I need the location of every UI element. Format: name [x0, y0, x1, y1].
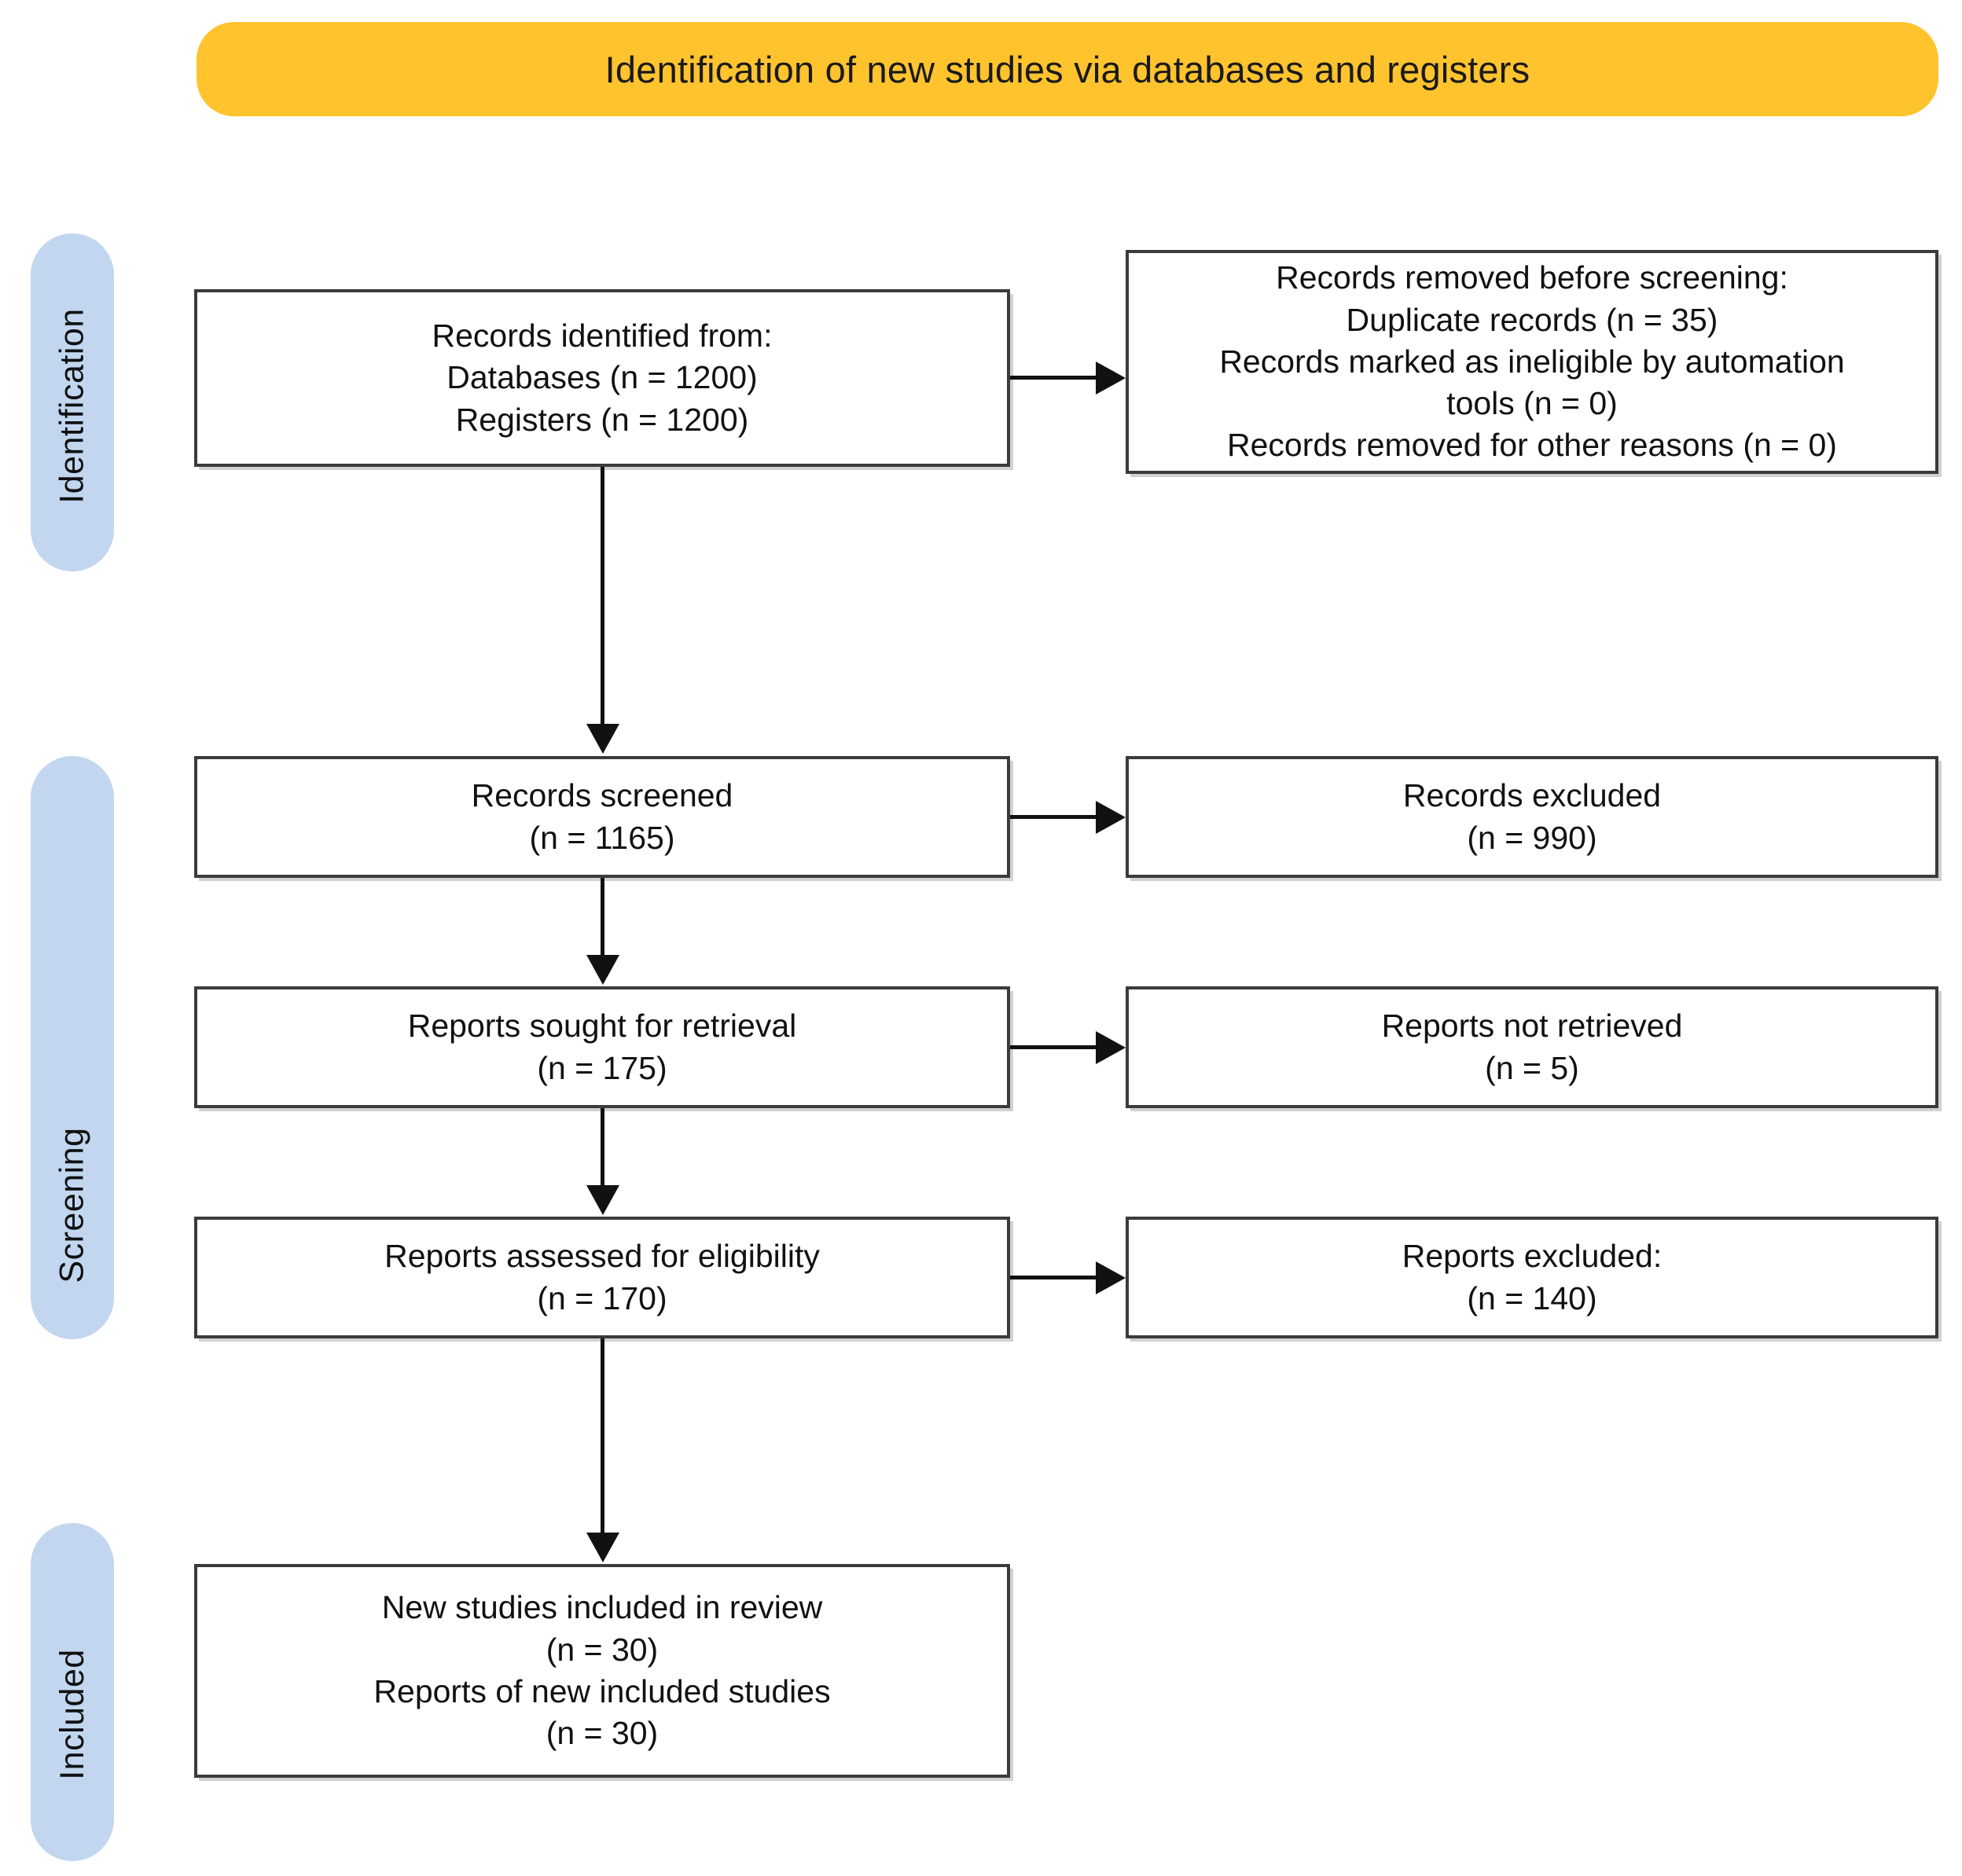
box-records-identified: Records identified from: Databases (n = … — [194, 289, 1010, 467]
box-reports-not-retrieved-text: Reports not retrieved (n = 5) — [1382, 1005, 1683, 1089]
diagram-header-banner: Identification of new studies via databa… — [197, 22, 1938, 116]
box-line: Reports excluded: — [1402, 1238, 1663, 1275]
page-title: Identification of new studies via databa… — [604, 48, 1530, 90]
connector-assessed-to-included — [601, 1338, 604, 1535]
box-records-identified-text: Records identified from: Databases (n = … — [432, 315, 773, 441]
box-records-removed-text: Records removed before screening: Duplic… — [1219, 257, 1844, 466]
connector-identified-to-removed — [1010, 376, 1098, 380]
box-line: Records removed for other reasons (n = 0… — [1227, 427, 1837, 464]
stage-band-identification: Identification — [31, 233, 114, 571]
box-line: Records identified from: — [432, 318, 773, 354]
box-line: Databases (n = 1200) — [446, 359, 758, 396]
box-line: (n = 990) — [1467, 819, 1597, 856]
box-records-excluded-text: Records excluded (n = 990) — [1403, 775, 1661, 859]
box-line: Reports not retrieved — [1381, 1008, 1683, 1044]
box-line: (n = 30) — [546, 1715, 659, 1752]
stage-label-identification: Identification — [53, 307, 91, 504]
box-reports-excluded: Reports excluded: (n = 140) — [1126, 1217, 1938, 1338]
box-reports-sought-for-retrieval: Reports sought for retrieval (n = 175) — [194, 986, 1010, 1108]
arrowhead-screened-to-sought — [586, 955, 619, 985]
box-line: Records removed before screening: — [1276, 259, 1788, 296]
box-line: Duplicate records (n = 35) — [1346, 301, 1718, 338]
arrowhead-assessed-to-included — [586, 1533, 619, 1562]
box-line: Records marked as ineligible by automati… — [1219, 343, 1845, 380]
box-records-screened: Records screened (n = 1165) — [194, 756, 1010, 878]
box-reports-sought-text: Reports sought for retrieval (n = 175) — [408, 1005, 797, 1089]
box-records-screened-text: Records screened (n = 1165) — [472, 775, 733, 859]
arrowhead-identified-to-screened — [586, 724, 619, 754]
stage-band-included: Included — [31, 1523, 114, 1861]
box-line: (n = 5) — [1485, 1049, 1579, 1086]
arrowhead-sought-to-not-retrieved — [1096, 1031, 1126, 1064]
arrowhead-sought-to-assessed — [586, 1185, 619, 1215]
connector-screened-to-records-excluded — [1010, 815, 1098, 819]
stage-label-included: Included — [53, 1648, 91, 1780]
box-line: tools (n = 0) — [1446, 385, 1618, 422]
box-records-excluded: Records excluded (n = 990) — [1126, 756, 1938, 878]
box-new-studies-included: New studies included in review (n = 30) … — [194, 1564, 1010, 1778]
connector-assessed-to-reports-excluded — [1010, 1276, 1098, 1279]
box-line: Records excluded — [1402, 777, 1662, 814]
box-line: (n = 30) — [546, 1631, 659, 1668]
connector-sought-to-not-retrieved — [1010, 1045, 1098, 1049]
box-reports-excluded-text: Reports excluded: (n = 140) — [1402, 1235, 1662, 1320]
box-line: (n = 140) — [1467, 1279, 1597, 1316]
box-line: (n = 170) — [537, 1279, 667, 1316]
arrowhead-assessed-to-reports-excluded — [1096, 1261, 1126, 1294]
box-line: Records screened — [471, 777, 733, 814]
box-line: Reports sought for retrieval — [407, 1008, 797, 1044]
connector-screened-to-sought — [601, 878, 604, 957]
stage-label-screening: Screening — [53, 1126, 91, 1283]
box-line: (n = 175) — [537, 1049, 667, 1086]
arrowhead-identified-to-removed — [1096, 362, 1126, 395]
stage-band-screening: Screening — [31, 756, 114, 1339]
arrowhead-screened-to-records-excluded — [1096, 801, 1126, 834]
connector-identified-to-screened — [601, 467, 604, 726]
box-line: (n = 1165) — [529, 819, 675, 856]
box-reports-assessed-text: Reports assessed for eligibility (n = 17… — [384, 1235, 820, 1320]
box-line: Reports assessed for eligibility — [384, 1238, 820, 1275]
box-line: Registers (n = 1200) — [455, 401, 749, 438]
box-line: Reports of new included studies — [373, 1673, 831, 1709]
box-reports-assessed-for-eligibility: Reports assessed for eligibility (n = 17… — [194, 1217, 1010, 1338]
box-records-removed-before-screening: Records removed before screening: Duplic… — [1126, 250, 1938, 474]
connector-sought-to-assessed — [601, 1108, 604, 1188]
box-new-studies-included-text: New studies included in review (n = 30) … — [373, 1587, 830, 1754]
box-reports-not-retrieved: Reports not retrieved (n = 5) — [1126, 986, 1938, 1108]
box-line: New studies included in review — [381, 1589, 823, 1626]
